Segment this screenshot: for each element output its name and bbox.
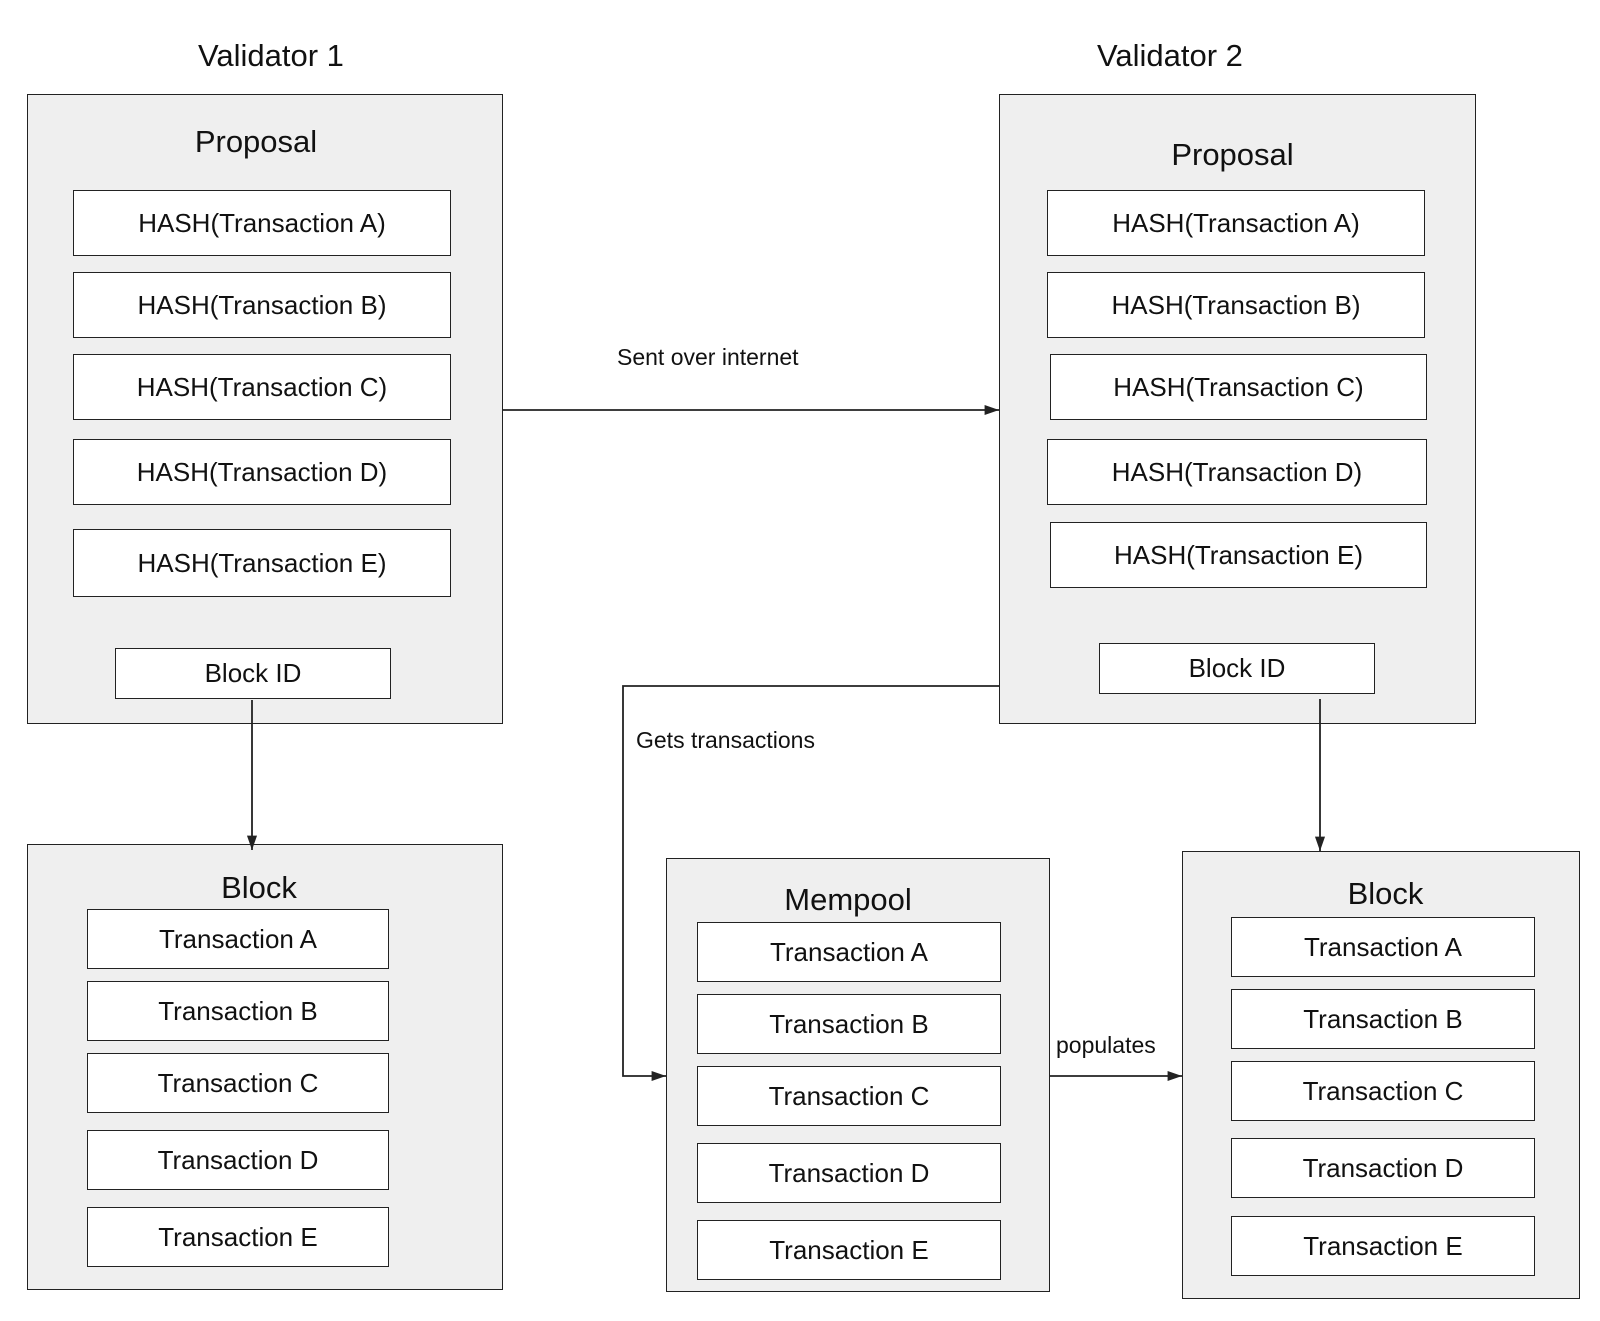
mempool-transaction-d: Transaction D [697, 1143, 1001, 1203]
v1-block-transaction-e: Transaction E [87, 1207, 389, 1267]
validator-2-title: Validator 2 [1097, 38, 1243, 73]
validator-1-title: Validator 1 [198, 38, 344, 73]
v1-hash-transaction-b: HASH(Transaction B) [73, 272, 451, 338]
v1-hash-transaction-a: HASH(Transaction A) [73, 190, 451, 256]
v2-hash-transaction-b: HASH(Transaction B) [1047, 272, 1425, 338]
v2-block-transaction-c: Transaction C [1231, 1061, 1535, 1121]
v2-hash-transaction-e: HASH(Transaction E) [1050, 522, 1427, 588]
v1-block-transaction-a: Transaction A [87, 909, 389, 969]
v2-block-transaction-e: Transaction E [1231, 1216, 1535, 1276]
mempool-transaction-e: Transaction E [697, 1220, 1001, 1280]
v2-hash-transaction-d: HASH(Transaction D) [1047, 439, 1427, 505]
v2-hash-transaction-c: HASH(Transaction C) [1050, 354, 1427, 420]
mempool-transaction-b: Transaction B [697, 994, 1001, 1054]
validator-2-proposal-title: Proposal [1171, 137, 1294, 172]
v1-hash-transaction-c: HASH(Transaction C) [73, 354, 451, 420]
validator-1-proposal-title: Proposal [194, 124, 318, 159]
v2-block-id: Block ID [1099, 643, 1375, 694]
mempool-transaction-a: Transaction A [697, 922, 1001, 982]
v1-hash-transaction-d: HASH(Transaction D) [73, 439, 451, 505]
sent-over-internet-label: Sent over internet [617, 344, 799, 370]
v1-hash-transaction-e: HASH(Transaction E) [73, 529, 451, 597]
validator-1-block-title: Block [221, 870, 297, 905]
v2-block-transaction-d: Transaction D [1231, 1138, 1535, 1198]
v2-hash-transaction-a: HASH(Transaction A) [1047, 190, 1425, 256]
v1-block-id: Block ID [115, 648, 391, 699]
v2-block-transaction-b: Transaction B [1231, 989, 1535, 1049]
v1-block-transaction-b: Transaction B [87, 981, 389, 1041]
populates-label: populates [1056, 1032, 1156, 1058]
validator-2-block-title: Block [1347, 876, 1424, 911]
mempool-transaction-c: Transaction C [697, 1066, 1001, 1126]
v1-block-transaction-c: Transaction C [87, 1053, 389, 1113]
mempool-title: Mempool [784, 882, 912, 917]
v2-block-transaction-a: Transaction A [1231, 917, 1535, 977]
gets-transactions-label: Gets transactions [636, 727, 815, 753]
v1-block-transaction-d: Transaction D [87, 1130, 389, 1190]
